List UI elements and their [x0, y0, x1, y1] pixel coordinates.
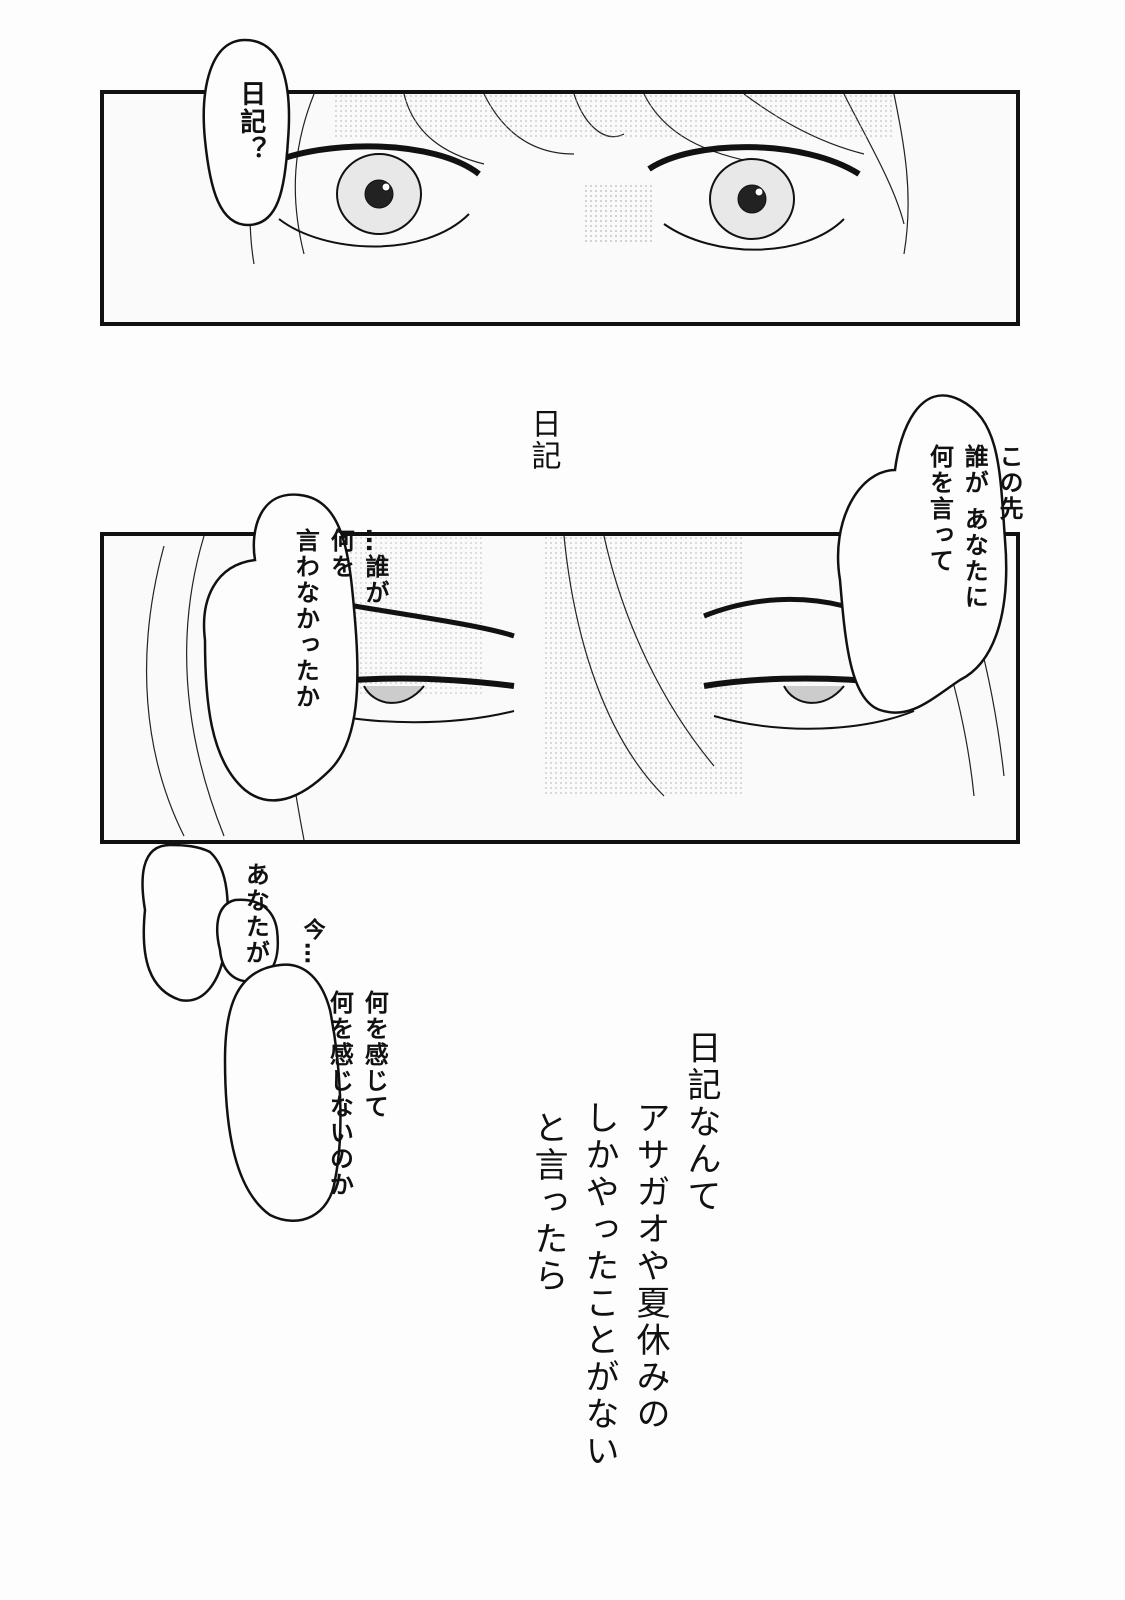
eyes-wide-illustration [249, 94, 909, 265]
narration-line: と言ったら [528, 1110, 568, 1295]
bubble-konosaki-line: この先 [994, 444, 1023, 522]
right-eye [647, 144, 861, 251]
bubble-darega-line: …誰が [360, 528, 389, 606]
bubble-kanjite-line: 何を感じて [360, 990, 389, 1120]
bubble-anataga-line: あなたが [241, 862, 270, 966]
narration-line: しかやったことがない [579, 1100, 619, 1470]
bubble-anata-ga: あなたが [168, 862, 342, 966]
narration-line: 日記なんて [681, 1030, 721, 1215]
bubble-darega-line: 言わなかったか [291, 528, 320, 710]
bubble-darega-line: 何を [326, 528, 355, 580]
bubble-konosaki: この先誰が あなたに何を言って [852, 444, 1096, 610]
bubble-nikki-question: 日記？ [235, 80, 266, 164]
left-eye [267, 143, 481, 248]
bubble-kanjite-line: 何を感じないのか [325, 990, 354, 1198]
caption-nikki: 日記 [525, 408, 561, 472]
narration-block: 日記なんてアサガオや夏休みのしかやったことがないと言ったら [420, 1030, 828, 1470]
narration-line: アサガオや夏休みの [630, 1100, 670, 1433]
bubble-konosaki-line: 誰が あなたに [960, 444, 989, 611]
bubble-ima-line: 今… [299, 918, 325, 966]
bubble-kanjite: 何を感じて何を感じないのか [252, 990, 461, 1198]
bubble-konosaki-line: 何を言って [925, 444, 954, 574]
panel-eyes-wide [100, 90, 1020, 326]
bubble-dare-ga: …誰が何を言わなかったか [218, 528, 462, 710]
bubble-ima: 今… [232, 918, 391, 966]
